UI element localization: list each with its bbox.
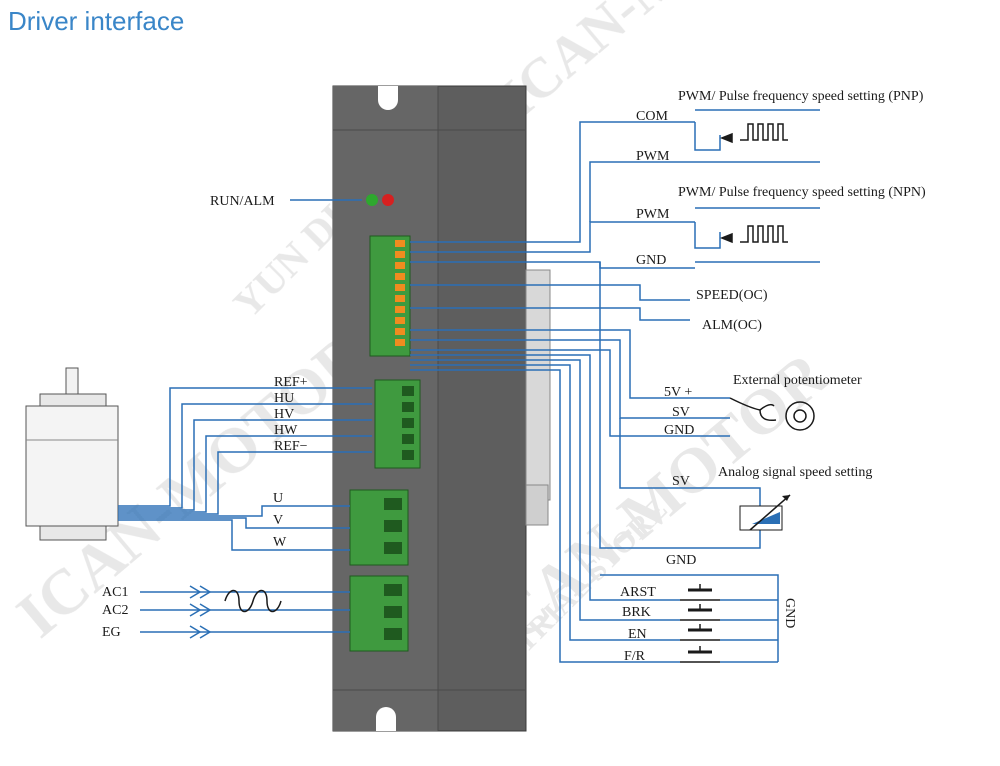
npn-pwm-label: PWM bbox=[636, 207, 670, 222]
arst-label: ARST bbox=[620, 585, 656, 600]
npn-title: PWM/ Pulse frequency speed setting (NPN) bbox=[678, 185, 926, 200]
analog-title: Analog signal speed setting bbox=[718, 465, 872, 480]
pulse-symbols bbox=[719, 123, 788, 244]
ac2-label: AC2 bbox=[102, 603, 128, 618]
switch-fr bbox=[680, 646, 720, 663]
phase-u-label: U bbox=[273, 491, 283, 506]
led-green bbox=[366, 194, 378, 206]
pot-gnd-label: GND bbox=[664, 423, 694, 438]
npn-gnd-label: GND bbox=[636, 253, 666, 268]
pot-5v-label: 5V + bbox=[664, 385, 692, 400]
potentiometer-icon bbox=[729, 397, 815, 431]
led-red bbox=[382, 194, 394, 206]
speed-oc-label: SPEED(OC) bbox=[696, 288, 768, 303]
power-terminal bbox=[349, 575, 409, 652]
potentiometer-title: External potentiometer bbox=[733, 373, 862, 388]
pot-sv-label: SV bbox=[672, 405, 690, 420]
phase-w-label: W bbox=[273, 535, 287, 550]
motor-terminal bbox=[349, 489, 409, 566]
hu-label: HU bbox=[274, 391, 294, 406]
analog-source-icon bbox=[739, 494, 791, 531]
eg-label: EG bbox=[102, 625, 121, 640]
ref-plus-label: REF+ bbox=[274, 375, 308, 390]
analog-gnd-label: GND bbox=[666, 553, 696, 568]
pnp-pwm-label: PWM bbox=[636, 149, 670, 164]
switch-gnd-label: GND bbox=[782, 598, 797, 628]
ac1-label: AC1 bbox=[102, 585, 128, 600]
pnp-com-label: COM bbox=[636, 109, 668, 124]
page-title: Driver interface bbox=[8, 6, 185, 36]
alm-oc-label: ALM(OC) bbox=[702, 318, 762, 333]
fr-label: F/R bbox=[624, 649, 646, 664]
analog-sv-label: SV bbox=[672, 474, 690, 489]
run-alm-label: RUN/ALM bbox=[210, 194, 275, 209]
hv-label: HV bbox=[274, 407, 294, 422]
hw-label: HW bbox=[274, 423, 298, 438]
switch-en bbox=[680, 624, 720, 641]
labels: REF+ HU HV HW REF− U V W AC1 AC2 EG PWM/… bbox=[102, 89, 926, 664]
ref-minus-label: REF− bbox=[274, 439, 308, 454]
motor bbox=[25, 367, 119, 541]
en-label: EN bbox=[628, 627, 647, 642]
switch-arst bbox=[680, 584, 720, 601]
hall-terminal bbox=[374, 379, 421, 469]
phase-v-label: V bbox=[273, 513, 283, 528]
run-alm-indicator: RUN/ALM bbox=[210, 194, 394, 209]
switch-contacts bbox=[680, 584, 720, 663]
brk-label: BRK bbox=[622, 605, 651, 620]
control-terminal bbox=[369, 235, 411, 357]
switch-brk bbox=[680, 604, 720, 621]
wiring bbox=[118, 109, 820, 663]
power-input-symbols bbox=[189, 585, 282, 639]
pnp-title: PWM/ Pulse frequency speed setting (PNP) bbox=[678, 89, 924, 104]
